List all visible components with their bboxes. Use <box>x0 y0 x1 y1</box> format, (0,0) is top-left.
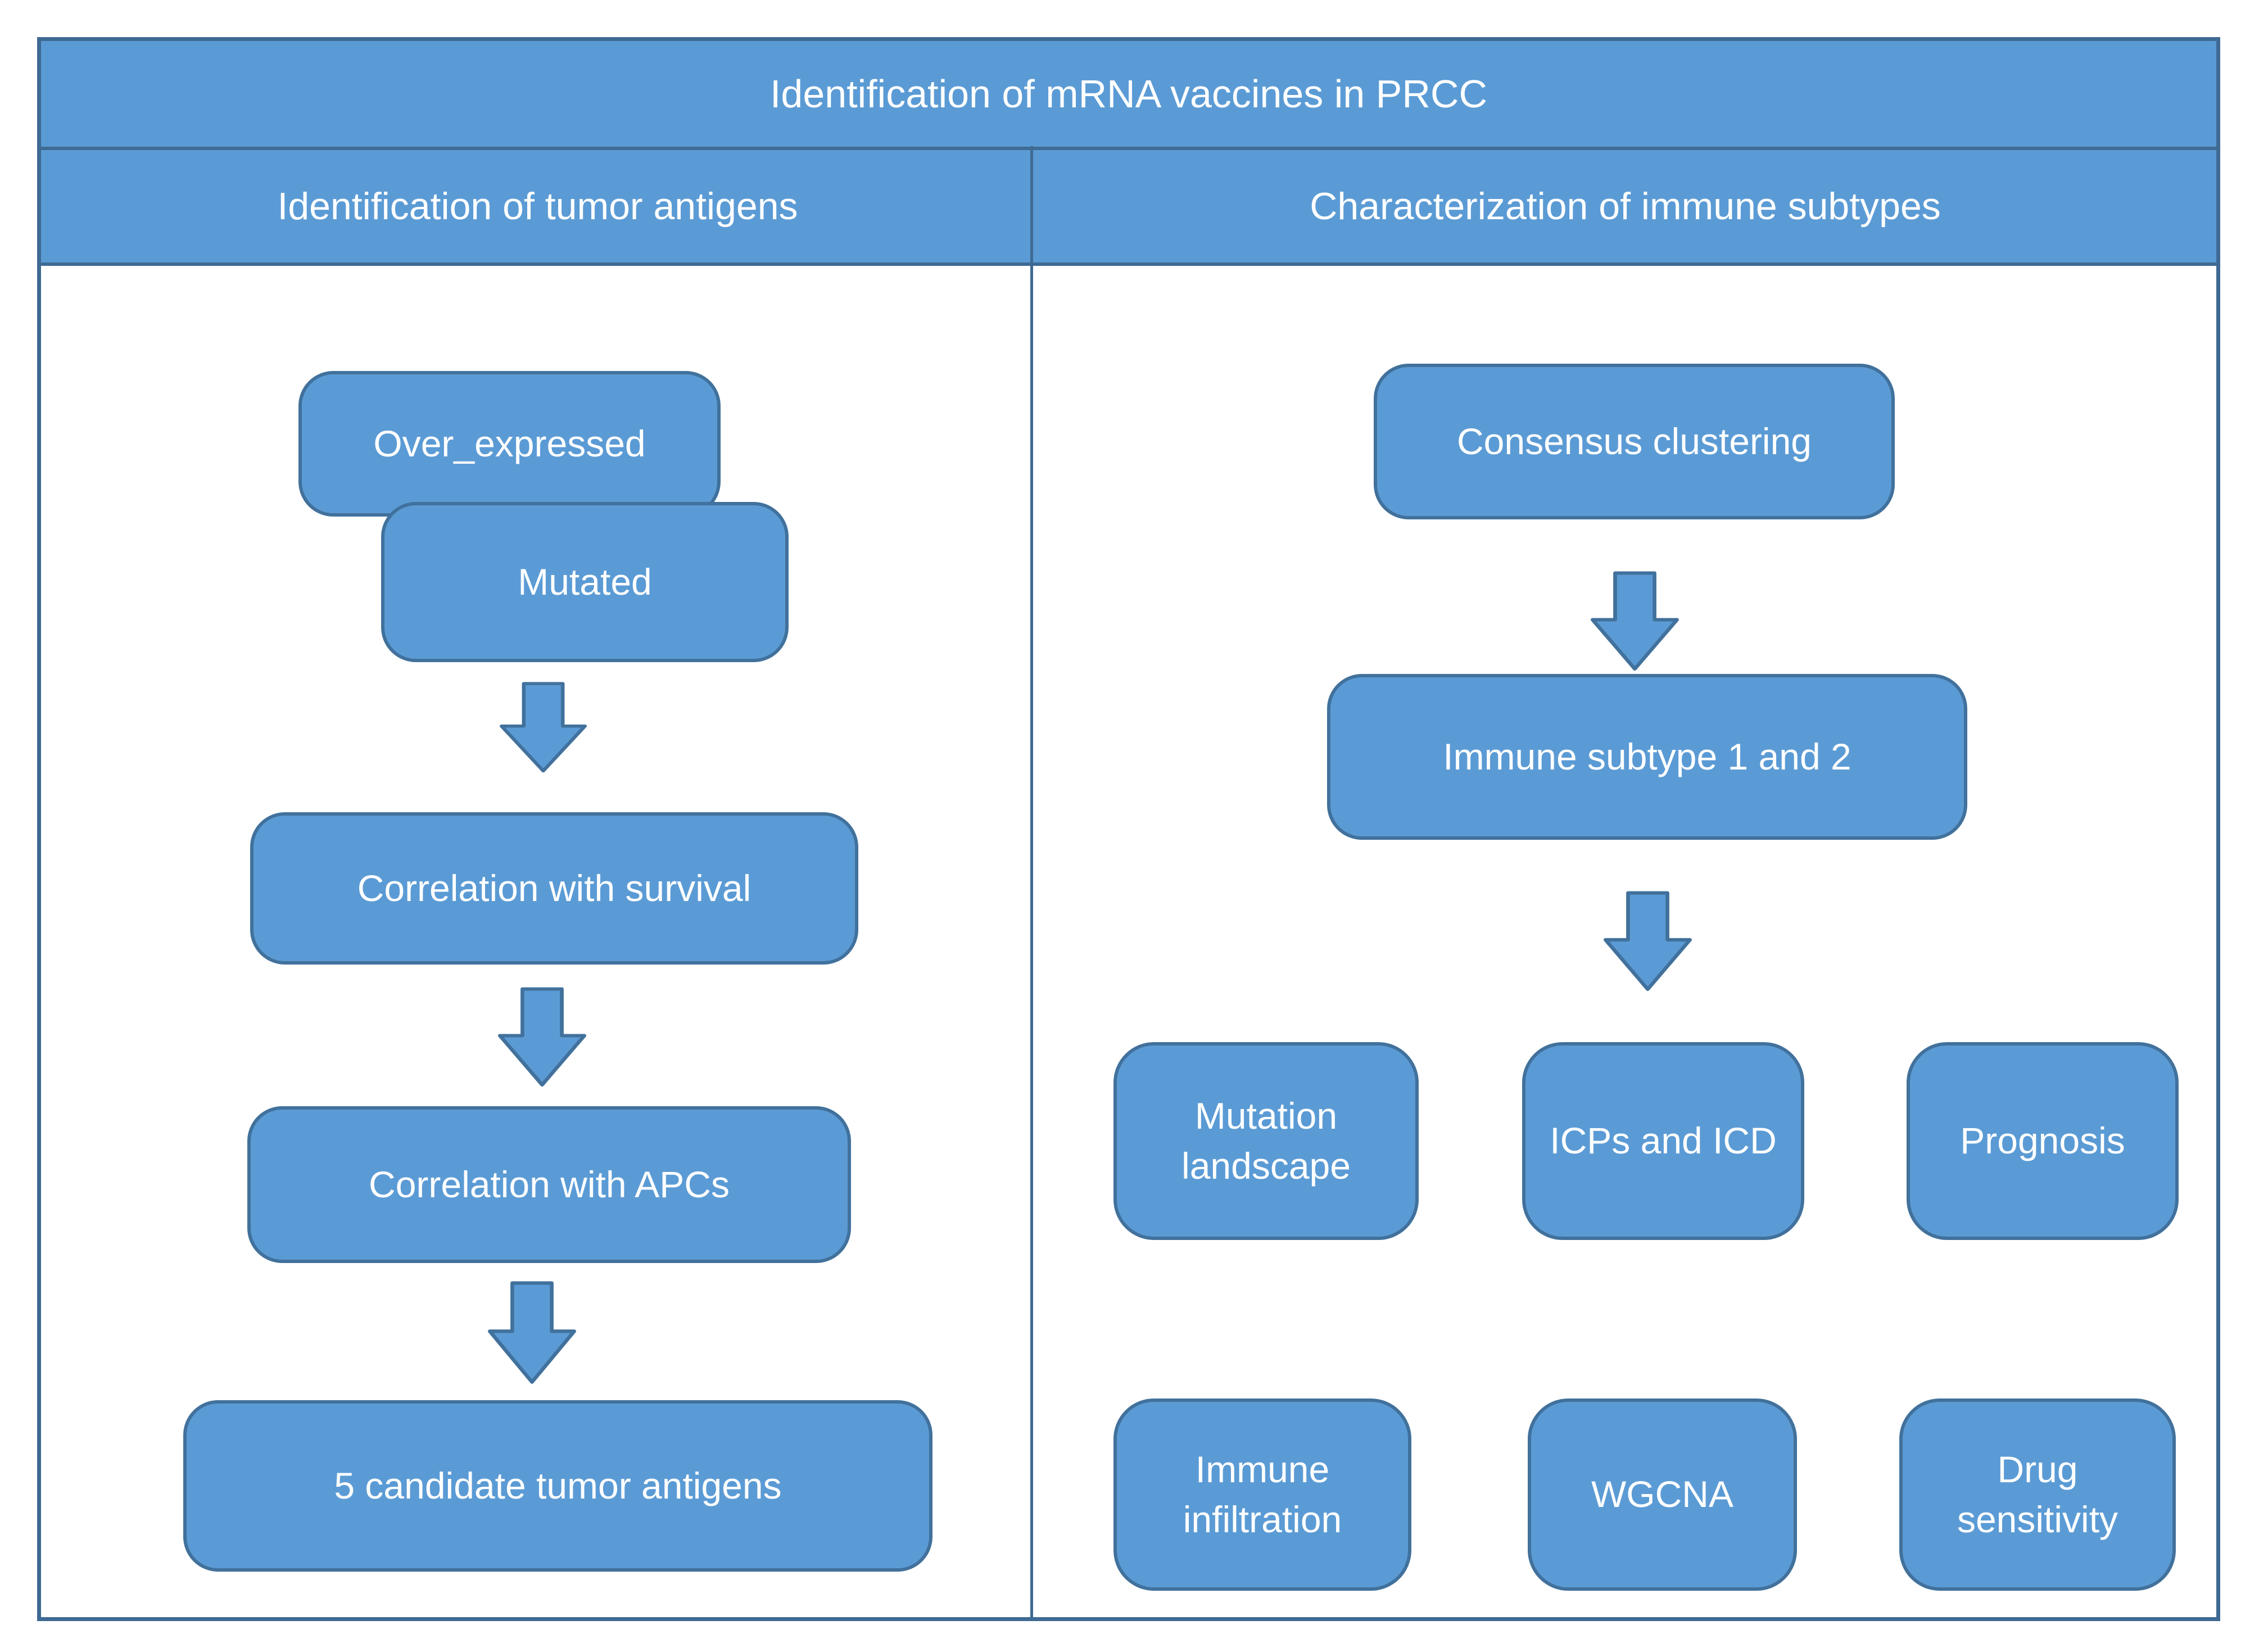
box-correlation-survival: Correlation with survival <box>250 812 858 965</box>
box-mutated-label: Mutated <box>518 560 652 603</box>
title-bar: Identification of mRNA vaccines in PRCC <box>41 41 2216 150</box>
box-over-expressed: Over_expressed <box>298 371 721 517</box>
box-correlation-survival-label: Correlation with survival <box>357 867 751 909</box>
down-arrow-icon <box>499 682 587 773</box>
box-immune-subtypes: Immune subtype 1 and 2 <box>1327 674 1967 840</box>
box-candidate-antigens: 5 candidate tumor antigens <box>183 1400 932 1572</box>
down-arrow-icon <box>1604 891 1692 991</box>
column-divider-line <box>1030 146 1033 1617</box>
box-wgcna-label: WGCNA <box>1591 1473 1733 1515</box>
box-drug-sensitivity: Drug sensitivity <box>1899 1398 2176 1591</box>
box-immune-infiltration: Immune infiltration <box>1113 1398 1411 1591</box>
box-consensus-clustering: Consensus clustering <box>1374 364 1895 519</box>
box-prognosis: Prognosis <box>1907 1042 2179 1240</box>
figure-title: Identification of mRNA vaccines in PRCC <box>769 72 1488 116</box>
right-column-header-label: Characterization of immune subtypes <box>1310 185 1941 228</box>
down-arrow-icon <box>498 987 586 1087</box>
box-candidate-antigens-label: 5 candidate tumor antigens <box>334 1464 782 1506</box>
down-arrow-icon <box>488 1281 576 1384</box>
box-correlation-apcs: Correlation with APCs <box>247 1106 851 1263</box>
left-column-header: Identification of tumor antigens <box>41 150 1034 262</box>
box-wgcna: WGCNA <box>1528 1398 1797 1591</box>
right-column-header: Characterization of immune subtypes <box>1034 150 2216 262</box>
box-icps-icd: ICPs and ICD <box>1522 1042 1804 1240</box>
box-immune-subtypes-label: Immune subtype 1 and 2 <box>1443 735 1851 777</box>
box-drug-sensitivity-label: Drug sensitivity <box>1957 1448 2118 1540</box>
box-immune-infiltration-label: Immune infiltration <box>1183 1448 1342 1540</box>
box-mutation-landscape: Mutation landscape <box>1113 1042 1419 1240</box>
box-correlation-apcs-label: Correlation with APCs <box>369 1163 730 1205</box>
box-mutated: Mutated <box>381 502 789 662</box>
box-icps-icd-label: ICPs and ICD <box>1550 1120 1777 1162</box>
box-over-expressed-label: Over_expressed <box>373 422 646 464</box>
header-row: Identification of tumor antigens Charact… <box>41 150 2216 266</box>
down-arrow-icon <box>1591 571 1679 671</box>
box-mutation-landscape-label: Mutation landscape <box>1181 1094 1351 1187</box>
box-prognosis-label: Prognosis <box>1960 1120 2125 1162</box>
box-consensus-clustering-label: Consensus clustering <box>1457 420 1812 462</box>
left-column-header-label: Identification of tumor antigens <box>277 185 798 228</box>
